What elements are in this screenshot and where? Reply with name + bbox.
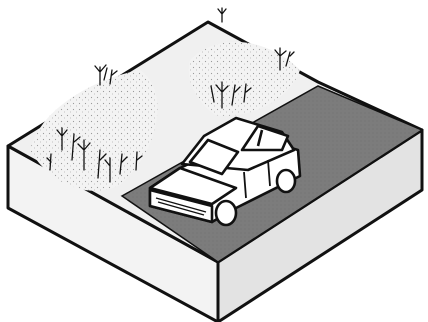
car-rear-wheel [277, 170, 295, 192]
car-front-wheel [216, 201, 236, 225]
